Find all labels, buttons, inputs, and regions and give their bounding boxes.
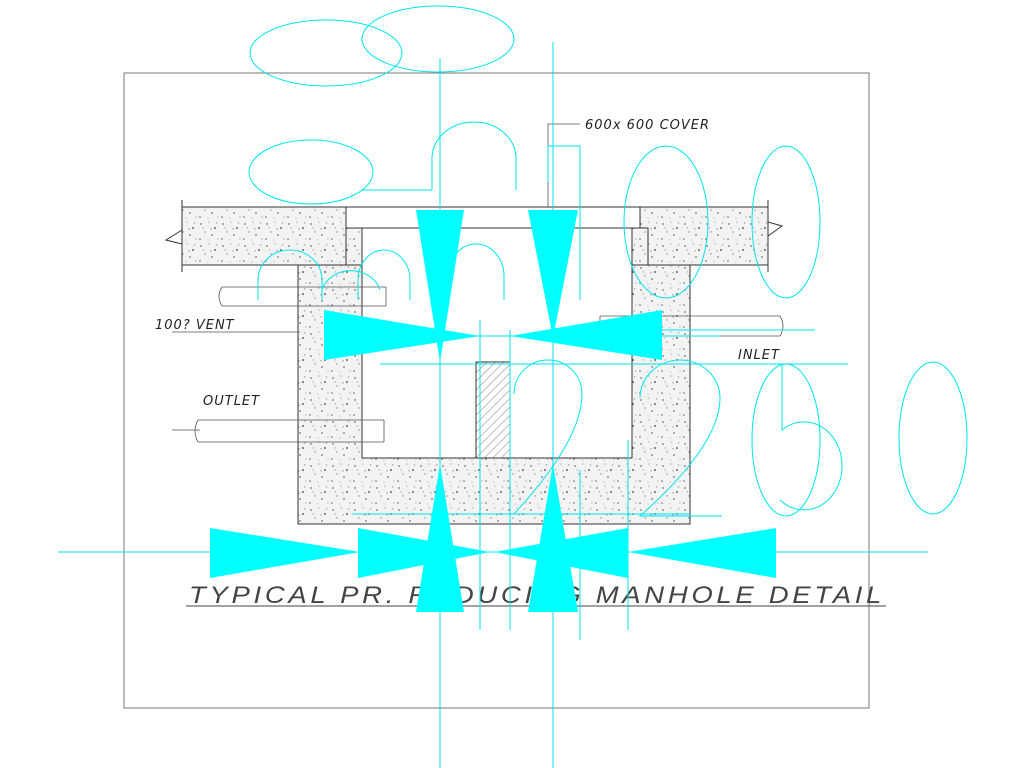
overlay-digit-2b <box>638 359 722 517</box>
overlay-digit-0a <box>623 145 709 299</box>
vent-label: 100? VENT <box>155 318 235 333</box>
overlay-digit-0b <box>751 145 821 299</box>
ground-slab-right <box>631 206 769 266</box>
outlet-label: OUTLET <box>203 394 260 409</box>
overlay-digit-2a <box>512 359 584 515</box>
cyan-overlay <box>58 5 968 768</box>
break-line-left <box>164 200 183 272</box>
manhole-cover <box>345 206 641 229</box>
cover-label: 600x 600 COVER <box>585 118 710 133</box>
break-line-right <box>767 200 784 272</box>
manhole-section <box>164 123 785 525</box>
ground-slab-left <box>181 206 363 266</box>
overlay-digit-0c <box>898 361 968 515</box>
overlay-digit-5 <box>779 363 843 511</box>
sheet-frame <box>123 72 870 709</box>
baffle-wall <box>475 361 511 459</box>
overlay-digit-1 <box>547 145 581 300</box>
vent-pipe <box>218 286 387 307</box>
inlet-label: INLET <box>738 348 780 363</box>
outlet-pipe <box>194 419 385 443</box>
neck-wall-right <box>631 227 649 266</box>
neck-wall-left <box>345 227 363 266</box>
